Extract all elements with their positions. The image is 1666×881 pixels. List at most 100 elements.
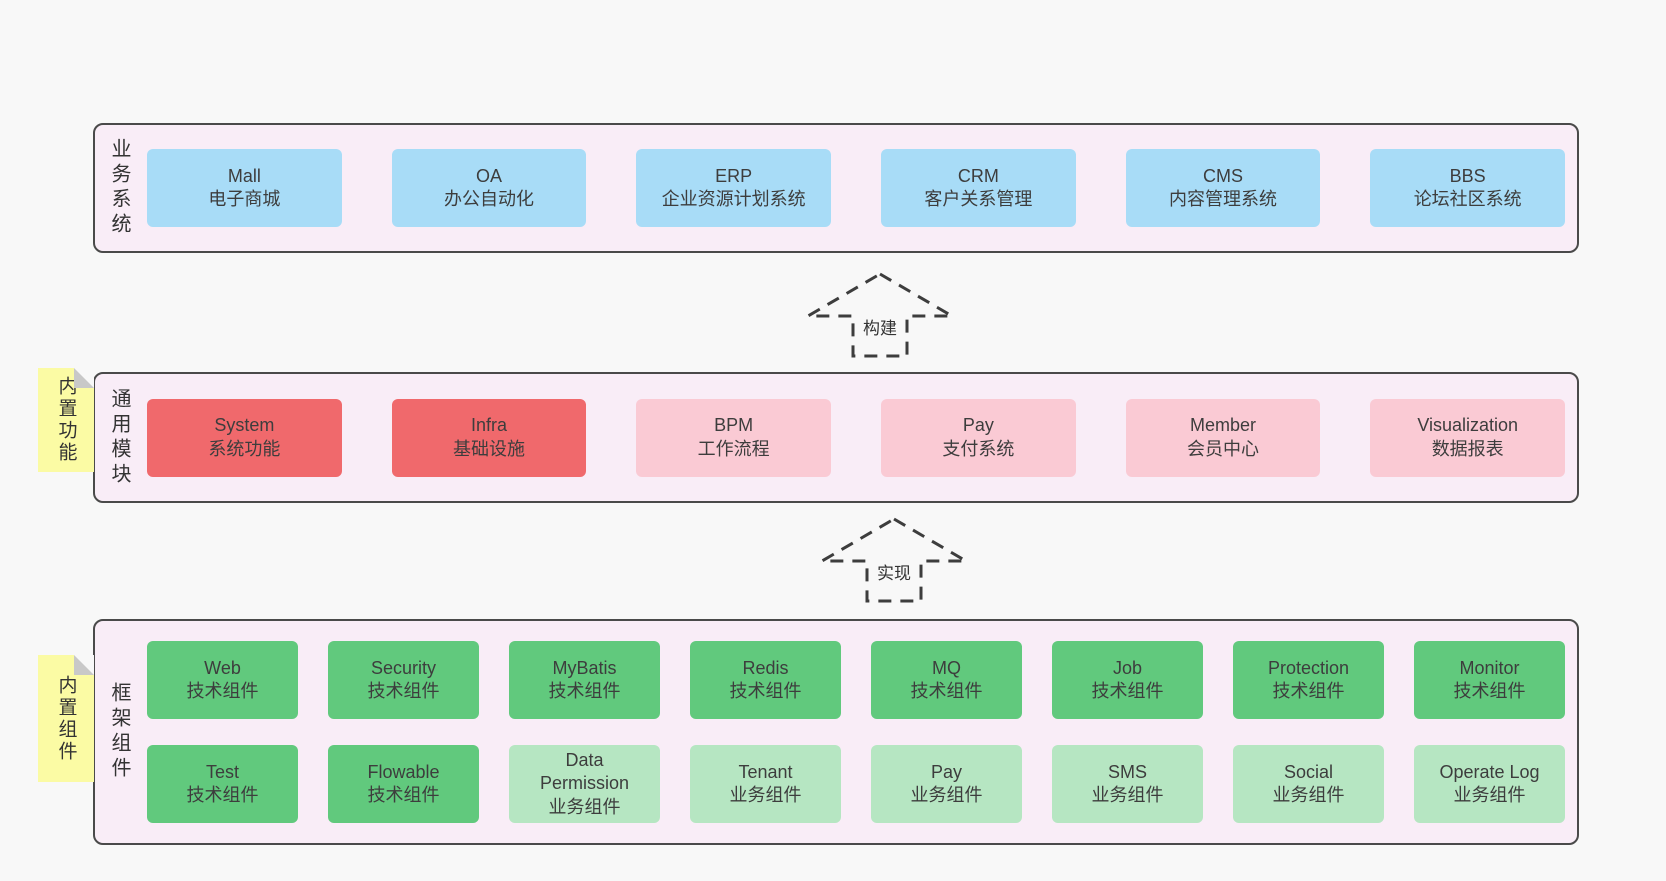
note-fold-corner-icon	[74, 368, 94, 388]
box-subtitle: 系统功能	[208, 438, 281, 459]
box-subtitle: 技术组件	[910, 681, 983, 701]
box-title: Redis	[742, 657, 789, 678]
box-title: Member	[1190, 415, 1257, 436]
box-subtitle: 业务组件	[1272, 785, 1345, 805]
layer-components-label: 框架组件	[108, 682, 130, 782]
diagram-box-crm: CRM 客户关系管理	[881, 149, 1076, 227]
up-arrow-icon	[806, 272, 954, 358]
box-title: Visualization	[1417, 415, 1519, 436]
box-subtitle: 技术组件	[548, 681, 621, 701]
build-arrow-label: 构建	[860, 314, 900, 339]
box-subtitle: 业务组件	[729, 785, 802, 805]
box-subtitle: 办公自动化	[444, 189, 534, 209]
diagram-box-social: Social 业务组件	[1233, 745, 1384, 823]
box-subtitle: 技术组件	[1272, 681, 1345, 701]
implement-arrow-label: 实现	[874, 559, 914, 584]
box-subtitle: 论坛社区系统	[1413, 189, 1522, 209]
box-subtitle: 技术组件	[367, 681, 440, 701]
box-subtitle: 技术组件	[1453, 681, 1526, 701]
box-title: ERP	[715, 165, 753, 186]
box-title: Pay	[930, 761, 963, 782]
diagram-box-test: Test 技术组件	[147, 745, 298, 823]
box-subtitle: 电子商城	[208, 189, 281, 209]
box-title: OA	[476, 165, 503, 186]
diagram-box-mall: Mall 电子商城	[147, 149, 342, 227]
diagram-box-monitor: Monitor 技术组件	[1414, 641, 1565, 719]
layer-modules-label: 通用模块	[108, 387, 130, 488]
up-arrow-icon	[820, 517, 968, 603]
box-subtitle: 技术组件	[186, 785, 259, 805]
box-subtitle: 基础设施	[453, 438, 525, 459]
box-subtitle: 内容管理系统	[1169, 189, 1278, 209]
box-subtitle: 客户关系管理	[924, 189, 1033, 209]
box-subtitle: 业务组件	[548, 796, 621, 817]
box-subtitle: 企业资源计划系统	[661, 189, 806, 209]
box-title: Test	[205, 761, 239, 782]
diagram-box-oa: OA 办公自动化	[391, 149, 587, 227]
box-title: Infra	[470, 415, 508, 436]
box-title: CRM	[957, 165, 999, 186]
diagram-box-pay: Pay 业务组件	[871, 745, 1022, 823]
sticky-note-builtin-components: 内置组件	[38, 655, 94, 782]
box-title: Social	[1283, 761, 1334, 782]
box-title: CMS	[1203, 165, 1244, 186]
box-subtitle: 技术组件	[1091, 681, 1164, 701]
layer-business-systems: 业务系统 Mall 电子商城 OA 办公自动化 ERP 企业资源计划系统 CRM 客户关系管理…	[93, 123, 1579, 253]
box-subtitle: 技术组件	[729, 681, 802, 701]
box-subtitle: 业务组件	[1453, 785, 1526, 805]
diagram-box-cms: CMS 内容管理系统	[1125, 149, 1321, 227]
diagram-box-redis: Redis 技术组件	[690, 641, 841, 719]
business-boxes-row: Mall 电子商城 OA 办公自动化 ERP 企业资源计划系统 CRM 客户关系管理 CMS 内容…	[147, 149, 1566, 227]
diagram-box-security: Security 技术组件	[328, 641, 479, 719]
box-title: Tenant	[738, 761, 793, 782]
layer-business-label: 业务系统	[108, 138, 130, 238]
box-subtitle: 业务组件	[910, 785, 983, 805]
box-title: Web	[204, 657, 241, 678]
box-title: MyBatis	[552, 657, 617, 678]
box-title: MQ	[932, 657, 961, 678]
box-title: Data Permission	[539, 749, 630, 794]
box-subtitle: 工作流程	[697, 438, 770, 459]
box-subtitle: 技术组件	[367, 785, 440, 805]
diagram-box-web: Web 技术组件	[147, 641, 298, 719]
box-title: Flowable	[367, 761, 440, 782]
box-subtitle: 数据报表	[1431, 438, 1504, 459]
box-title: Pay	[962, 415, 994, 436]
note-fold-corner-icon	[74, 655, 94, 675]
box-subtitle: 业务组件	[1091, 785, 1164, 805]
note-features-text: 内置功能	[55, 376, 77, 464]
box-title: Monitor	[1459, 657, 1520, 678]
box-title: Security	[370, 657, 437, 678]
box-subtitle: 会员中心	[1187, 438, 1260, 459]
diagram-box-flowable: Flowable 技术组件	[328, 745, 479, 823]
diagram-box-sms: SMS 业务组件	[1052, 745, 1203, 823]
box-title: BPM	[714, 415, 754, 436]
build-arrow: 构建	[806, 272, 954, 358]
diagram-box-protection: Protection 技术组件	[1233, 641, 1384, 719]
diagram-box-operate-log: Operate Log 业务组件	[1414, 745, 1565, 823]
box-subtitle: 技术组件	[186, 681, 259, 701]
box-title: SMS	[1107, 761, 1147, 782]
diagram-box-erp: ERP 企业资源计划系统	[636, 149, 832, 227]
box-title: Operate Log	[1439, 761, 1540, 782]
box-title: Protection	[1267, 657, 1350, 678]
sticky-note-builtin-features: 内置功能	[38, 368, 94, 472]
box-title: Mall	[227, 165, 261, 186]
note-components-text: 内置组件	[55, 674, 77, 763]
diagram-box-mybatis: MyBatis 技术组件	[509, 641, 660, 719]
